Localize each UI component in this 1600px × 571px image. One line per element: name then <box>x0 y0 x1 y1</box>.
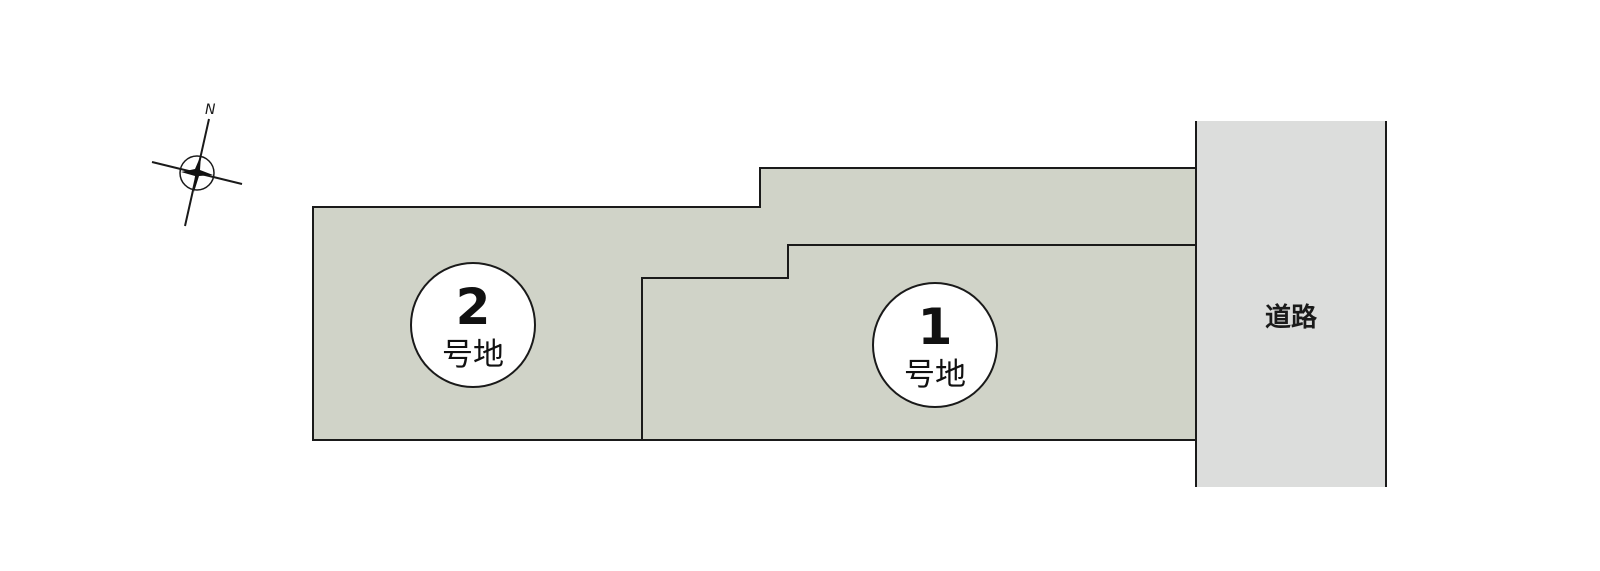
lot-2-number: 2 <box>456 278 491 336</box>
lot-1-badge: 1 号地 <box>872 282 998 408</box>
compass: N <box>151 102 243 227</box>
lot-2-badge-circle <box>410 262 536 388</box>
lot-1-badge-circle <box>872 282 998 408</box>
road: 道路 <box>1195 121 1387 487</box>
compass-rose-icon <box>181 155 213 192</box>
lot-2-badge: 2 号地 <box>410 262 536 388</box>
lot-1-number: 1 <box>918 298 953 356</box>
compass-ring <box>179 155 215 191</box>
lot-2-suffix: 号地 <box>442 337 504 373</box>
road-area <box>1196 121 1386 487</box>
lot-1-suffix: 号地 <box>904 357 966 393</box>
compass-north-label: N <box>205 102 216 118</box>
road-label: 道路 <box>1265 302 1318 333</box>
